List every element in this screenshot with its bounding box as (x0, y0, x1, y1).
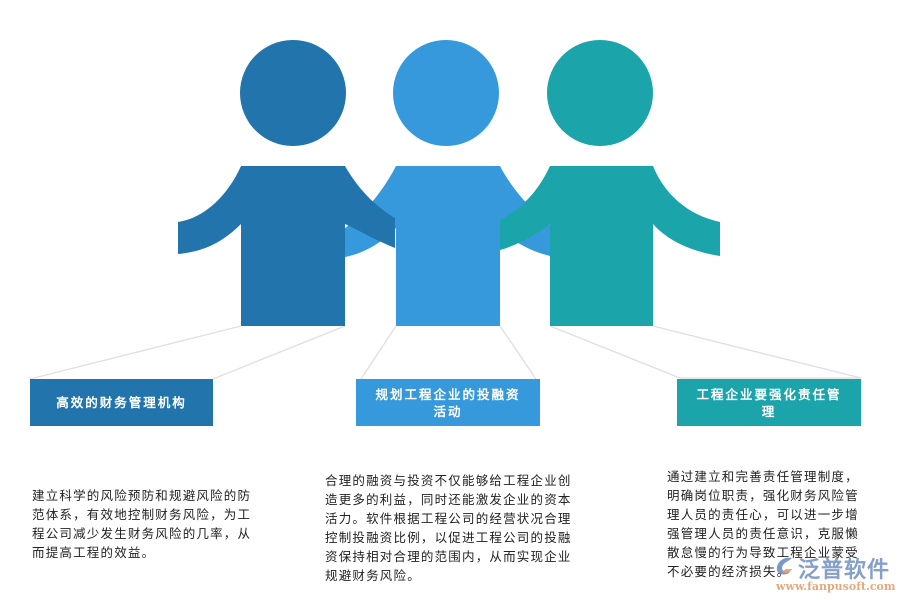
person-3-head (547, 40, 653, 146)
description-line: 活力。软件根据工程公司的经营状况合理 (325, 511, 572, 526)
connector-line-2-left (360, 325, 397, 380)
description-line: 通过建立和完善责任管理制度， (667, 469, 859, 484)
description-line: 造更多的利益，同时还能激发企业的资本 (325, 492, 572, 507)
fanpu-logo-icon (776, 557, 792, 575)
description-line: 范体系，有效地控制财务风险，为工 (32, 507, 252, 522)
title-box-investment-financing: 规划工程企业的投融资 活动 (356, 379, 540, 426)
title-box-label: 工程企业要强化责任管 理 (696, 386, 842, 419)
description-line: 资保持相对合理的范围内，从而实现企业 (325, 549, 572, 564)
description-line: 强管理人员的责任意识，克服懒 (667, 526, 859, 541)
person-2-figure (340, 40, 560, 326)
connector-line-3-right (652, 325, 862, 379)
description-line: 明确岗位职责，强化财务风险管 (667, 488, 859, 503)
watermark: 泛普软件 www.fanpusoft.com (772, 552, 900, 600)
description-line: 理人员的责任心，可以进一步增 (667, 507, 859, 522)
title-box-label: 高效的财务管理机构 (56, 395, 187, 410)
person-2-head (393, 40, 499, 146)
title-box-label: 规划工程企业的投融资 活动 (375, 386, 521, 419)
person-1-body (178, 166, 395, 326)
description-line: 规避财务风险。 (325, 568, 421, 583)
description-line: 不必要的经济损失。 (667, 564, 791, 579)
description-investment-financing: 合理的融资与投资不仅能够给工程企业创 造更多的利益，同时还能激发企业的资本 活力… (325, 471, 615, 585)
connector-line-1-left (29, 325, 242, 380)
description-line: 而提高工程的效益。 (32, 545, 156, 560)
person-3-figure (500, 40, 720, 326)
person-3-body (500, 166, 720, 326)
person-1-figure (178, 40, 395, 326)
watermark-url: www.fanpusoft.com (776, 580, 896, 593)
connector-line-3-left (549, 325, 681, 379)
description-line: 散怠慢的行为导致工程企业蒙受 (667, 545, 859, 560)
description-line: 建立科学的风险预防和规避风险的防 (32, 488, 252, 503)
description-line: 合理的融资与投资不仅能够给工程企业创 (325, 473, 572, 488)
connector-line-2-right (499, 325, 537, 380)
description-responsibility-management: 通过建立和完善责任管理制度， 明确岗位职责，强化财务风险管 理人员的责任心，可以… (667, 467, 897, 581)
connector-lines (29, 325, 862, 380)
description-line: 控制投融资比例，以促进工程公司的投融 (325, 530, 572, 545)
person-2-body (340, 166, 560, 326)
watermark-title: 泛普软件 (798, 558, 891, 583)
connector-line-1-right (212, 325, 346, 380)
title-box-financial-management: 高效的财务管理机构 (30, 379, 213, 426)
description-line: 程公司减少发生财务风险的几率，从 (32, 526, 252, 541)
description-financial-management: 建立科学的风险预防和规避风险的防 范体系，有效地控制财务风险，为工 程公司减少发… (32, 486, 282, 562)
title-box-responsibility-management: 工程企业要强化责任管 理 (677, 379, 861, 426)
person-1-head (240, 40, 346, 146)
